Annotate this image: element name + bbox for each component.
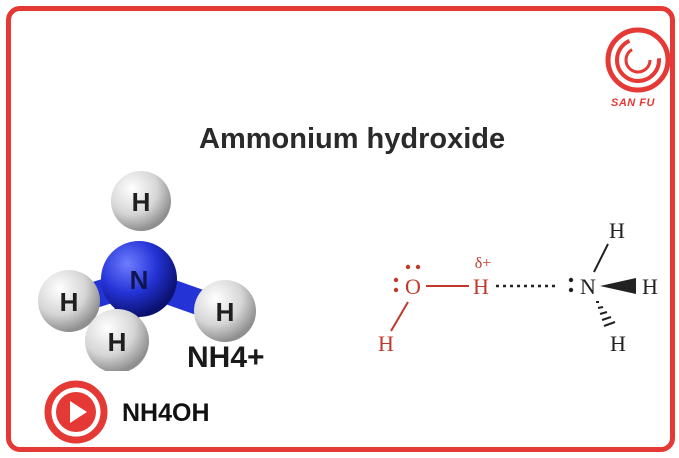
model-n-label: N: [130, 265, 149, 295]
play-button[interactable]: [43, 379, 109, 445]
san-fu-logo: [605, 27, 670, 93]
hydrogen-atom-left: [38, 270, 100, 332]
formula-caption: NH4OH: [122, 399, 210, 427]
hydrogen-atom-top: [111, 171, 171, 231]
partial-formula-fragment: [97, 445, 237, 452]
delta-plus: δ+: [475, 255, 492, 272]
hydrogen-bond-structure: O H δ+ H N H H H: [378, 218, 658, 356]
n-hydrogen-top: H: [609, 218, 625, 243]
model-h-bottom-label: H: [108, 327, 127, 357]
nitrogen-symbol: N: [580, 274, 596, 299]
video-frame: SAN FU Ammonium hydroxide: [6, 6, 675, 452]
oxygen-symbol: O: [405, 274, 421, 299]
nh4-label: NH4+: [187, 341, 265, 374]
bridging-hydrogen: H: [473, 274, 489, 299]
nitrogen-atom: [101, 241, 177, 317]
n-hydrogen-bottom: H: [610, 331, 626, 356]
lower-hydrogen: H: [378, 331, 394, 356]
page-title: Ammonium hydroxide: [199, 123, 506, 155]
model-h-top-label: H: [132, 187, 151, 217]
play-icon: [70, 401, 87, 423]
model-h-left-label: H: [60, 287, 79, 317]
hydrogen-atom-bottom: [85, 309, 149, 371]
model-h-right-label: H: [216, 297, 235, 327]
brand-name: SAN FU: [611, 97, 655, 109]
ammonium-3d-model: H N H H H: [38, 171, 256, 371]
hydrogen-atom-right: [194, 280, 256, 342]
n-hydrogen-right: H: [642, 274, 658, 299]
